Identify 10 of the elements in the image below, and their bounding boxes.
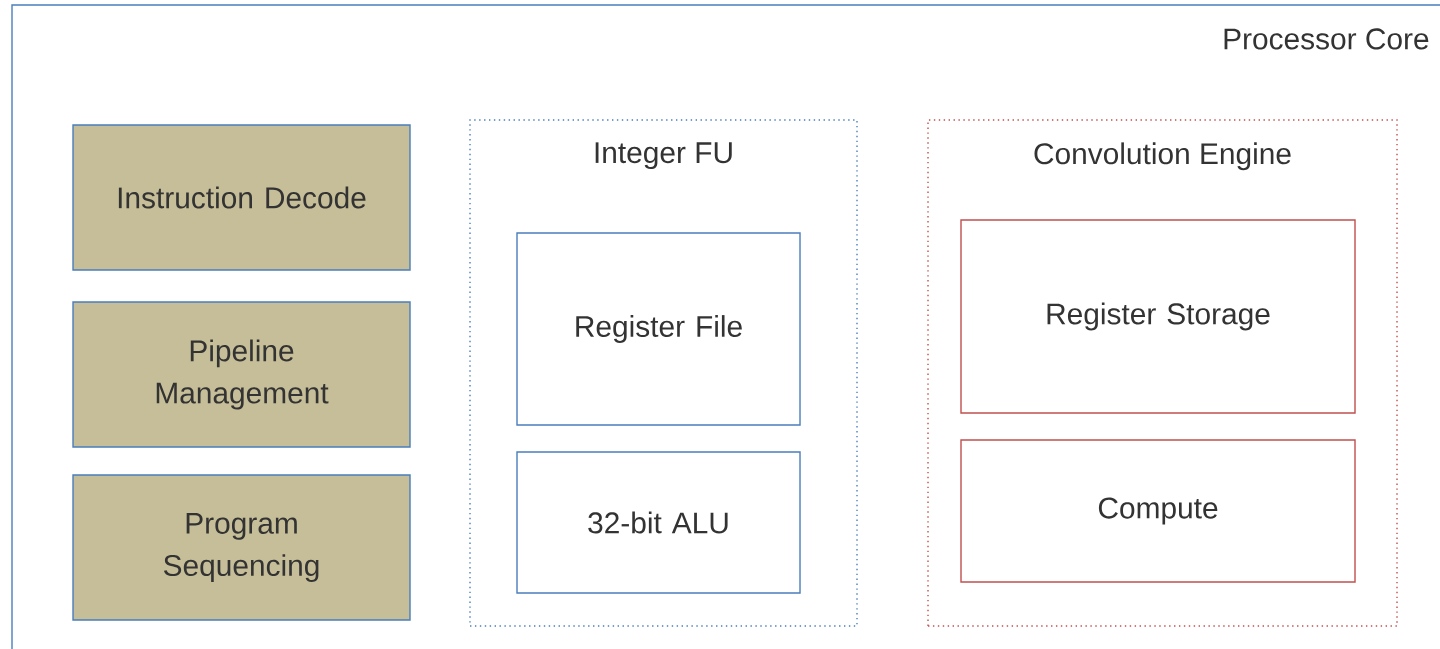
- block-box: Register Storage: [960, 219, 1356, 414]
- unit-box: Pipeline Management: [72, 301, 411, 448]
- unit-box: Instruction Decode: [72, 124, 411, 271]
- block-box: Register File: [516, 232, 801, 426]
- box-title: Convolution Engine: [1034, 142, 1291, 171]
- block-box: Compute: [960, 439, 1356, 583]
- block-box: 32-bit ALU: [516, 451, 801, 594]
- box-title: Processor Core: [1224, 28, 1429, 50]
- unit-box: Program Sequencing: [72, 474, 411, 621]
- box-title: Integer FU: [595, 142, 732, 170]
